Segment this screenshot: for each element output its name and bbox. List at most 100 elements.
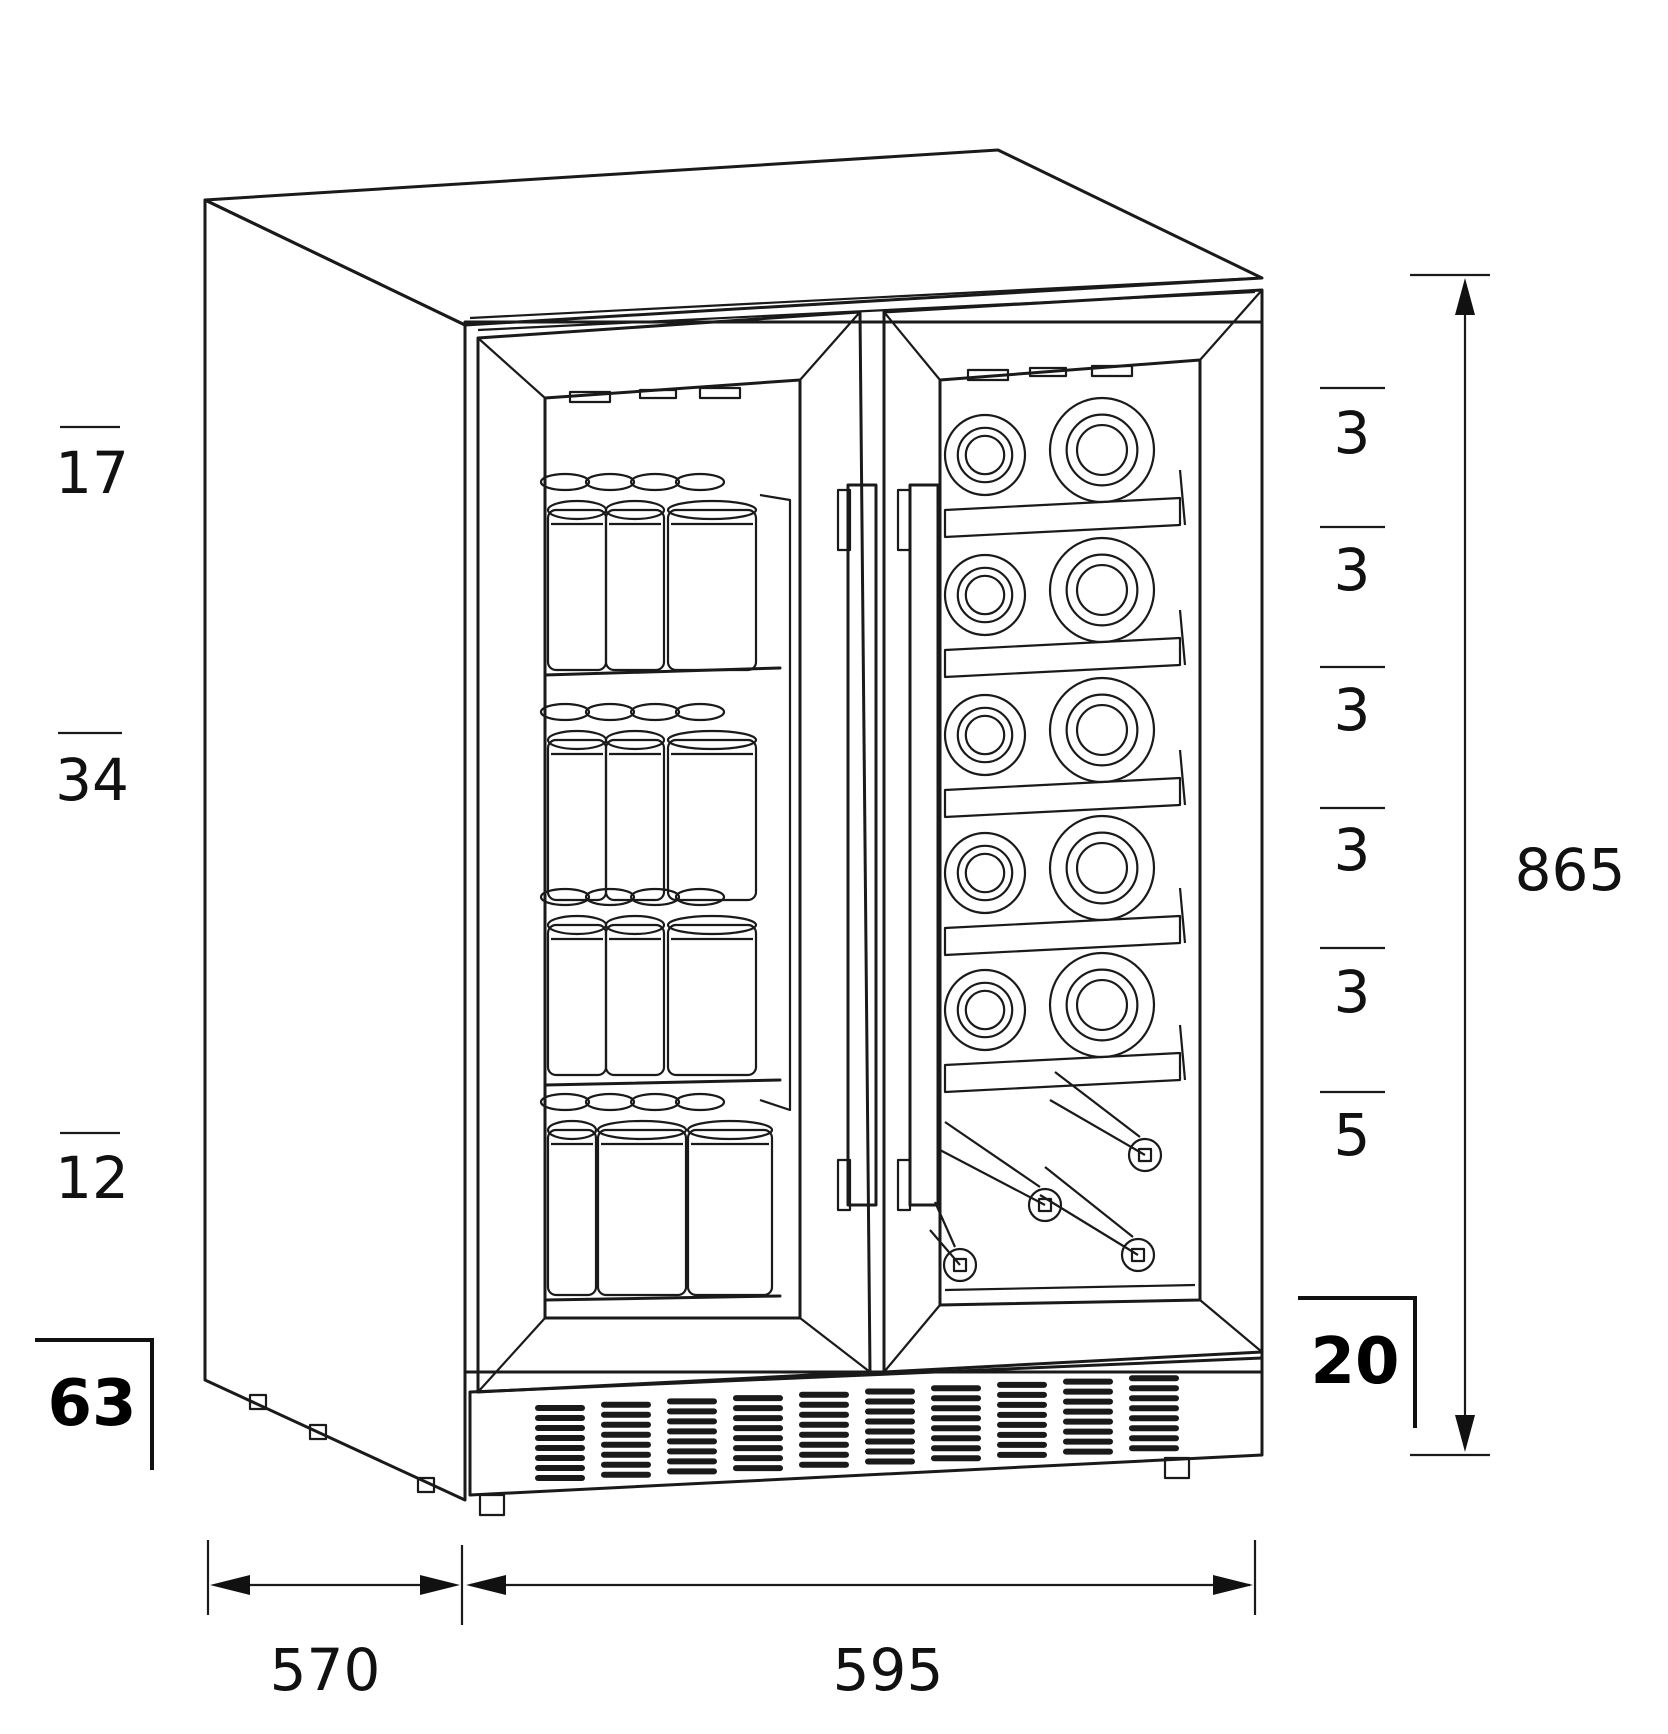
vent-slot — [799, 1391, 849, 1398]
wine-rack — [943, 536, 1187, 679]
wine-rack — [943, 396, 1187, 539]
vent-slot — [1129, 1435, 1179, 1442]
can-rows — [539, 472, 774, 1297]
vent-slot — [1129, 1385, 1179, 1392]
can-top — [584, 472, 636, 492]
wine-bottle — [1048, 676, 1156, 784]
left-door — [476, 310, 878, 1394]
vent-slot — [865, 1438, 915, 1445]
can-top — [674, 887, 726, 907]
left-capacity-labels: 17 34 12 — [55, 425, 129, 1212]
vent-slot — [535, 1435, 585, 1441]
vent-slot — [931, 1385, 981, 1392]
can-top — [674, 702, 726, 722]
vent-slot — [997, 1451, 1047, 1458]
rack-label-3: 3 — [1334, 676, 1371, 744]
plinth-left-label: 63 — [47, 1367, 136, 1441]
can-top — [584, 887, 636, 907]
width-label: 595 — [833, 1636, 944, 1704]
vent-slot — [865, 1458, 915, 1465]
can — [546, 914, 608, 1077]
vent-slot — [931, 1415, 981, 1422]
vent-slot — [535, 1425, 585, 1431]
wine-bottle — [943, 831, 1027, 915]
can — [686, 1119, 774, 1297]
depth-label: 570 — [270, 1636, 381, 1704]
vent-slot — [799, 1411, 849, 1418]
vent-slot — [667, 1468, 717, 1475]
vent-slot — [667, 1428, 717, 1435]
vent-slot — [1063, 1438, 1113, 1445]
wine-bottle-neck — [1039, 1166, 1156, 1273]
vent-slot — [997, 1431, 1047, 1438]
can-top — [674, 1092, 726, 1112]
vent-slot — [535, 1465, 585, 1471]
can-top — [629, 702, 681, 722]
label-34: 34 — [55, 746, 129, 814]
wine-racks — [929, 396, 1196, 1292]
height-dimension-line — [1410, 273, 1490, 1457]
vent-slot — [931, 1395, 981, 1402]
vent-slot — [601, 1401, 651, 1408]
vent-slot — [733, 1425, 783, 1432]
vent-slot — [601, 1461, 651, 1468]
vent-slot — [535, 1475, 585, 1481]
wine-bottle-neck — [939, 1121, 1063, 1223]
ventilation-grille — [468, 1356, 1264, 1517]
can — [666, 499, 758, 672]
can — [604, 499, 666, 672]
can-top — [629, 887, 681, 907]
vent-slot — [931, 1455, 981, 1462]
vent-slot — [667, 1458, 717, 1465]
can-top — [539, 887, 591, 907]
vent-slot — [799, 1431, 849, 1438]
wine-bottle — [1048, 396, 1156, 504]
vent-slot — [865, 1408, 915, 1415]
can — [604, 914, 666, 1077]
can-top — [539, 702, 591, 722]
can — [604, 729, 666, 902]
vent-slot — [997, 1421, 1047, 1428]
wine-bottle-neck — [929, 1201, 978, 1283]
can — [596, 1119, 688, 1297]
vent-slot — [799, 1461, 849, 1468]
can-top — [539, 1092, 591, 1112]
can-top — [674, 472, 726, 492]
plinth-left-bracket — [35, 1338, 154, 1470]
vent-slot — [667, 1398, 717, 1405]
vent-slot — [1063, 1388, 1113, 1395]
right-capacity-labels: 3 3 3 3 3 5 — [1320, 386, 1385, 1169]
vent-slot — [865, 1388, 915, 1395]
vent-slot — [733, 1465, 783, 1472]
wine-bottle — [943, 553, 1027, 637]
vent-slot — [1063, 1418, 1113, 1425]
can — [546, 1119, 598, 1297]
rack-label-2: 3 — [1334, 536, 1371, 604]
can — [666, 729, 758, 902]
width-dimension-line — [466, 1540, 1257, 1615]
can-top — [539, 472, 591, 492]
vent-slot — [667, 1418, 717, 1425]
vent-slot — [799, 1401, 849, 1408]
vent-slot — [733, 1435, 783, 1442]
right-door — [882, 288, 1264, 1374]
vent-slot — [535, 1445, 585, 1451]
wine-rack — [943, 814, 1187, 957]
wine-bottle — [943, 968, 1027, 1052]
label-17: 17 — [55, 439, 129, 507]
can — [666, 914, 758, 1077]
vent-slot — [535, 1405, 585, 1411]
vent-slot — [799, 1441, 849, 1448]
wine-bottle — [1048, 814, 1156, 922]
depth-dimension-line — [206, 1540, 464, 1625]
vent-slot — [997, 1411, 1047, 1418]
vent-slot — [601, 1411, 651, 1418]
label-12: 12 — [55, 1144, 129, 1212]
vent-slot — [931, 1435, 981, 1442]
vent-slot — [1129, 1375, 1179, 1382]
vent-slot — [997, 1381, 1047, 1388]
vent-slot — [1063, 1448, 1113, 1455]
vent-slot — [865, 1398, 915, 1405]
